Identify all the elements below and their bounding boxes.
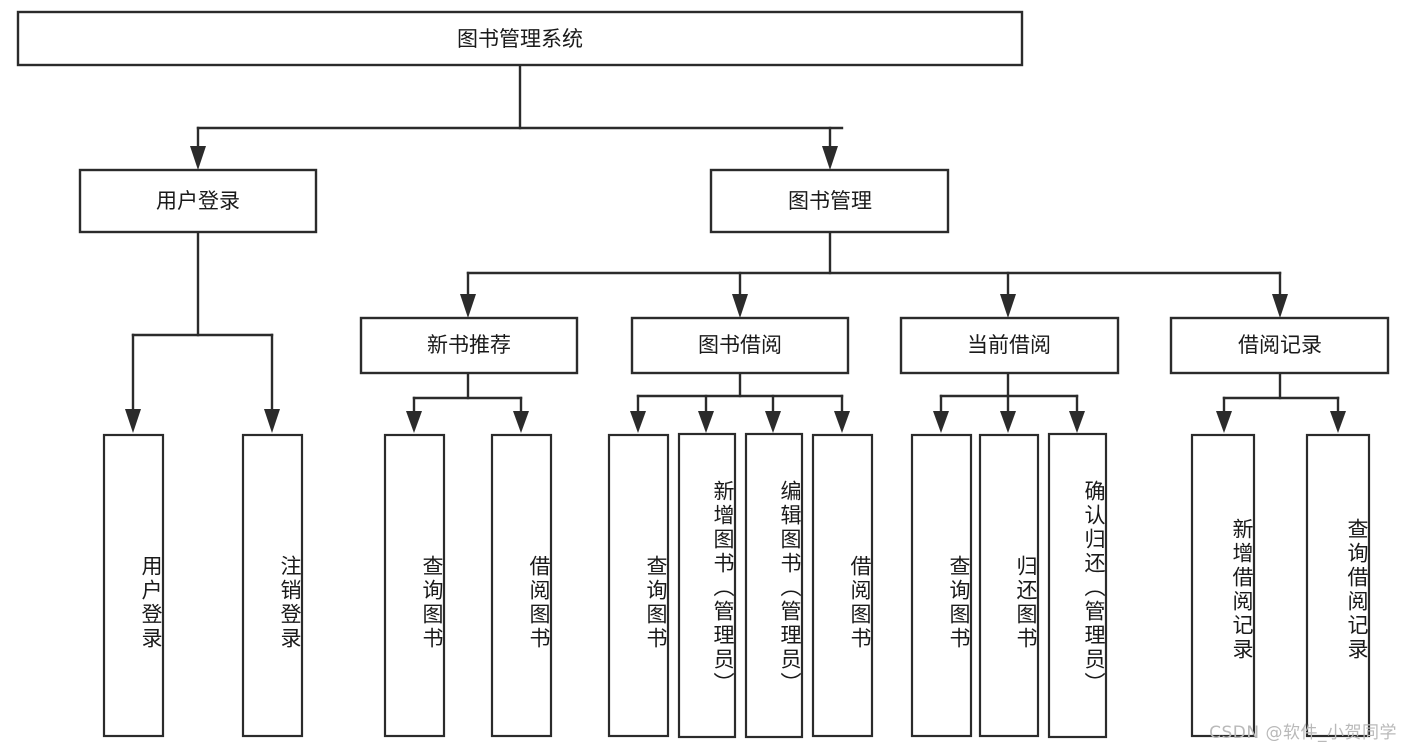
node-borrow-record[interactable]: 借阅记录 xyxy=(1169,316,1390,375)
edge-group-borrow-record-to-leaves xyxy=(1216,371,1346,433)
arrowhead-book-borrow xyxy=(732,294,748,318)
node-current-borrow[interactable]: 当前借阅 xyxy=(899,316,1120,375)
node-new-book-recommend-box[interactable] xyxy=(359,316,579,375)
node-borrow-record-box[interactable] xyxy=(1169,316,1390,375)
edge-group-current-borrow-to-leaves xyxy=(933,371,1085,433)
node-leaf-user-login-box[interactable] xyxy=(102,433,165,738)
node-user-login-label: 用户登录 xyxy=(156,189,240,213)
node-leaf-edit-book-admin-box[interactable] xyxy=(744,432,804,739)
node-leaf-query-book-3-box[interactable] xyxy=(910,433,973,738)
arrowhead-leaf-return-book xyxy=(1000,411,1016,433)
arrowhead-leaf-borrow-book-1 xyxy=(513,411,529,433)
node-book-management-box[interactable] xyxy=(709,168,950,234)
node-book-borrow[interactable]: 图书借阅 xyxy=(630,316,850,375)
arrowhead-borrow-record xyxy=(1272,294,1288,318)
node-root-label: 图书管理系统 xyxy=(457,27,583,51)
arrowhead-leaf-query-book-1 xyxy=(406,411,422,433)
edge-group-new-book-recommend-to-leaves xyxy=(406,371,529,433)
node-book-borrow-label: 图书借阅 xyxy=(698,333,782,357)
node-leaf-query-book-1-box[interactable] xyxy=(383,433,446,738)
node-leaf-return-book-box[interactable] xyxy=(978,433,1040,738)
node-book-management-label: 图书管理 xyxy=(788,189,872,213)
arrowhead-leaf-confirm-return-admin xyxy=(1069,411,1085,433)
node-leaf-add-borrow-record-box[interactable] xyxy=(1190,433,1256,738)
node-book-borrow-box[interactable] xyxy=(630,316,850,375)
node-leaf-query-borrow-record-box[interactable] xyxy=(1305,433,1371,738)
arrowhead-new-book-recommend xyxy=(460,294,476,318)
node-new-book-recommend-label: 新书推荐 xyxy=(427,333,511,357)
node-current-borrow-label: 当前借阅 xyxy=(967,333,1051,357)
edge-group-book-borrow-to-leaves xyxy=(630,371,850,433)
node-leaf-logout-login-box[interactable] xyxy=(241,433,304,738)
csdn-watermark: CSDN @软件_小贺同学 xyxy=(1209,723,1397,743)
node-leaf-add-book-admin-box[interactable] xyxy=(677,432,737,739)
arrowhead-leaf-edit-book-admin xyxy=(765,411,781,433)
arrowhead-leaf-user-login xyxy=(125,409,141,433)
node-leaf-query-book-2-box[interactable] xyxy=(607,433,670,738)
node-leaf-borrow-book-2-box[interactable] xyxy=(811,433,874,738)
arrowhead-leaf-query-book-2 xyxy=(630,411,646,433)
arrowhead-leaf-add-borrow-record xyxy=(1216,411,1232,433)
arrowhead-leaf-query-book-3 xyxy=(933,411,949,433)
arrowhead-current-borrow xyxy=(1000,294,1016,318)
edge-group-book-management-to-level3 xyxy=(460,230,1288,318)
node-user-login-box[interactable] xyxy=(78,168,318,234)
node-current-borrow-box[interactable] xyxy=(899,316,1120,375)
edge-group-root-to-level2 xyxy=(190,63,844,170)
arrowhead-book-management xyxy=(822,146,838,170)
arrowhead-leaf-borrow-book-2 xyxy=(834,411,850,433)
node-root-box[interactable] xyxy=(16,10,1024,67)
arrowhead-leaf-logout-login xyxy=(264,409,280,433)
edge-group-user-login-to-leaves xyxy=(125,230,280,433)
node-book-management[interactable]: 图书管理 xyxy=(709,168,950,234)
node-root-system[interactable]: 图书管理系统 xyxy=(16,10,1024,67)
node-leaf-borrow-book-1-box[interactable] xyxy=(490,433,553,738)
node-new-book-recommend[interactable]: 新书推荐 xyxy=(359,316,579,375)
arrowhead-leaf-query-borrow-record xyxy=(1330,411,1346,433)
node-leaf-confirm-return-admin-box[interactable] xyxy=(1047,432,1108,739)
node-borrow-record-label: 借阅记录 xyxy=(1238,333,1322,357)
arrowhead-user-login xyxy=(190,146,206,170)
node-user-login[interactable]: 用户登录 xyxy=(78,168,318,234)
arrowhead-leaf-add-book-admin xyxy=(698,411,714,433)
